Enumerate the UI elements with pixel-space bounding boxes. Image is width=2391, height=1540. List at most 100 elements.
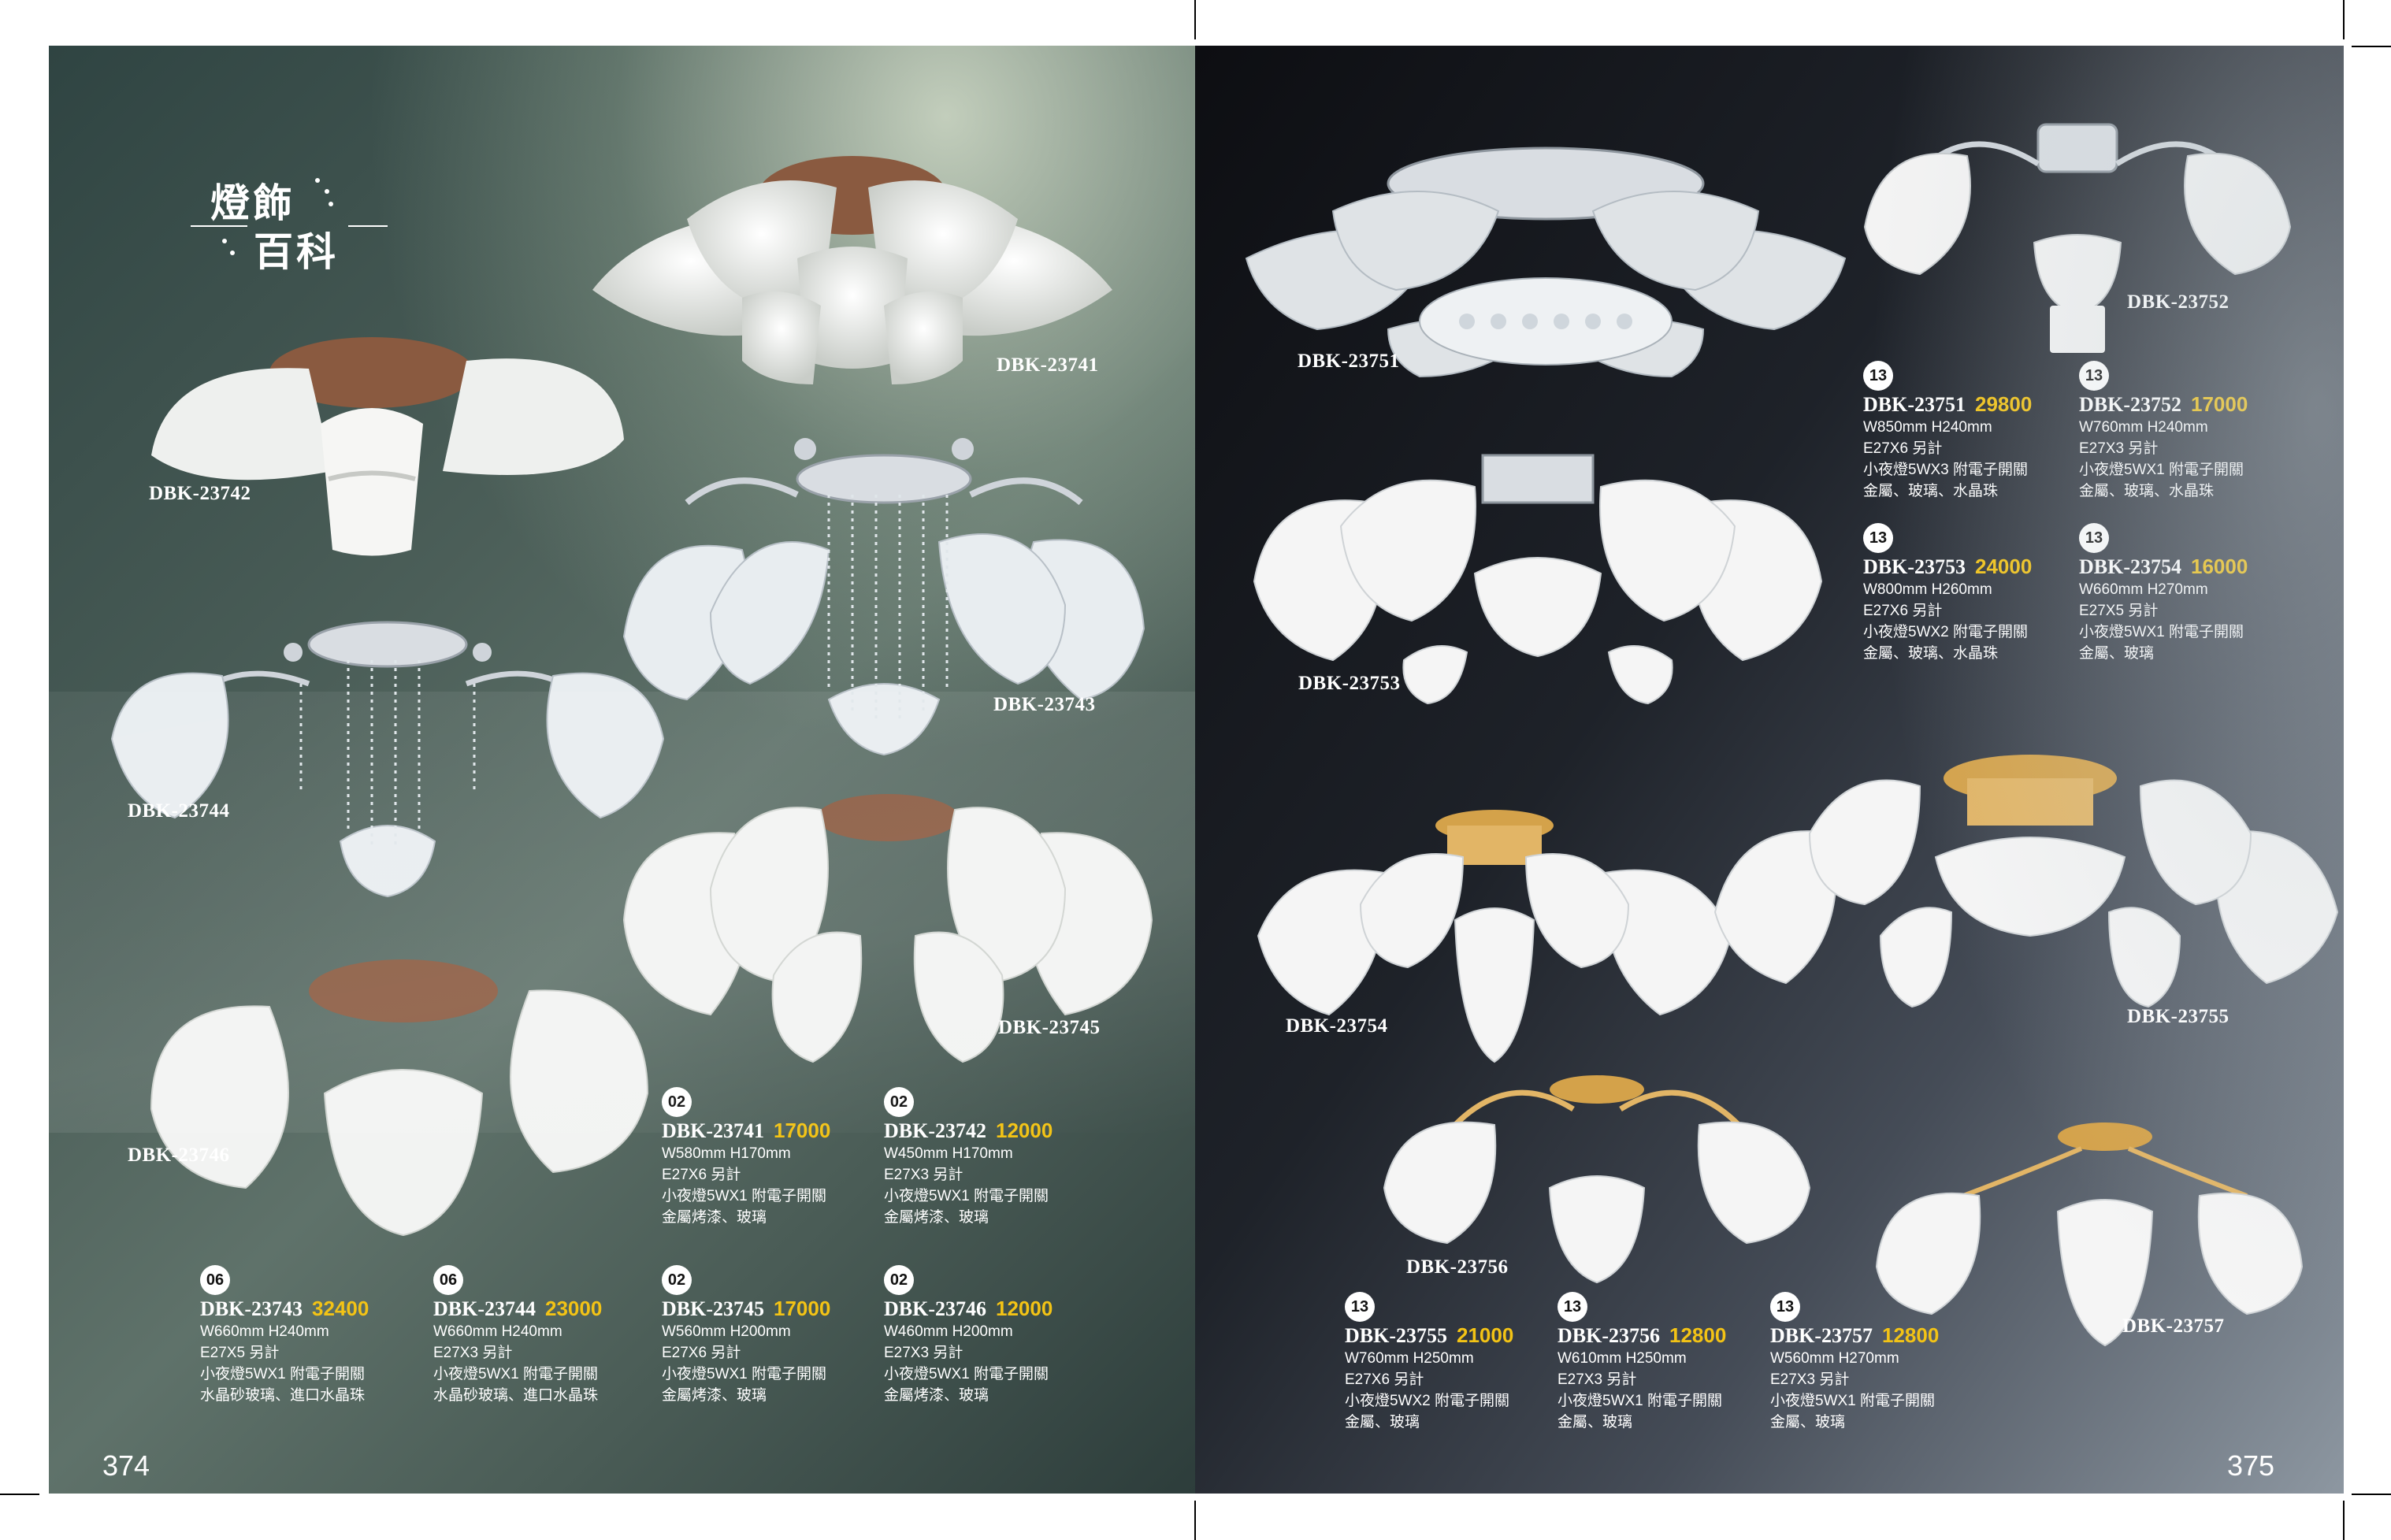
spec-material: 金屬、玻璃、水晶珠 bbox=[1863, 483, 1999, 499]
lamp-image-23745 bbox=[616, 778, 1160, 1078]
spec-size: W560mm H200mm bbox=[662, 1323, 791, 1340]
spec-price: 12800 bbox=[1882, 1323, 1940, 1347]
model-label-23755: DBK-23755 bbox=[2127, 1006, 2229, 1027]
spec-size: W800mm H260mm bbox=[1863, 581, 1992, 598]
spec-material: 金屬烤漆、玻璃 bbox=[662, 1209, 767, 1226]
spec-bulb: E27X6 另計 bbox=[662, 1167, 741, 1183]
logo-rule bbox=[348, 225, 388, 227]
lamp-image-23746 bbox=[143, 936, 655, 1237]
spec-heading: DBK-23755 21000 bbox=[1345, 1323, 1557, 1348]
spec-price: 17000 bbox=[774, 1119, 831, 1142]
spec-model: DBK-23755 bbox=[1345, 1324, 1447, 1347]
spec-bulb: E27X3 另計 bbox=[433, 1345, 513, 1361]
spec-night-light: 小夜燈5WX1 附電子開關 bbox=[1557, 1393, 1723, 1409]
spec-price: 12000 bbox=[996, 1119, 1053, 1142]
spec-night-light: 小夜燈5WX1 附電子開關 bbox=[200, 1366, 366, 1382]
box-count-badge: 13 bbox=[2079, 523, 2109, 553]
lamp-image-23744 bbox=[104, 597, 671, 898]
spec-price: 16000 bbox=[2191, 555, 2248, 578]
logo-dot bbox=[325, 189, 329, 194]
spec-night-light: 小夜燈5WX1 附電子開關 bbox=[662, 1366, 827, 1382]
spec-material: 金屬、玻璃 bbox=[1557, 1414, 1633, 1431]
spec-night-light: 小夜燈5WX1 附電子開關 bbox=[2079, 462, 2244, 478]
spec-price: 24000 bbox=[1975, 555, 2033, 578]
model-label-23751: DBK-23751 bbox=[1298, 351, 1400, 372]
box-count-badge: 06 bbox=[200, 1265, 230, 1295]
spec-bulb: E27X3 另計 bbox=[1557, 1371, 1637, 1388]
box-count-badge: 02 bbox=[884, 1087, 914, 1117]
spec-material: 金屬、玻璃、水晶珠 bbox=[1863, 645, 1999, 662]
box-count-badge: 13 bbox=[1770, 1292, 1800, 1322]
spec-material: 金屬烤漆、玻璃 bbox=[884, 1209, 989, 1226]
crop-mark bbox=[0, 1494, 39, 1495]
lamp-image-23757 bbox=[1869, 1109, 2310, 1369]
model-label-23744: DBK-23744 bbox=[128, 800, 230, 822]
model-label-23745: DBK-23745 bbox=[998, 1017, 1101, 1038]
crop-mark bbox=[1194, 0, 1196, 39]
spec-heading: DBK-23753 24000 bbox=[1863, 555, 2076, 579]
spec-bulb: E27X6 另計 bbox=[1863, 603, 1943, 619]
spec-price: 32400 bbox=[312, 1297, 369, 1320]
spec-size: W450mm H170mm bbox=[884, 1145, 1013, 1162]
spec-night-light: 小夜燈5WX1 附電子開關 bbox=[1770, 1393, 1936, 1409]
box-count-badge: 13 bbox=[2079, 361, 2109, 391]
spec-material: 水晶砂玻璃、進口水晶珠 bbox=[433, 1387, 599, 1404]
spec-price: 12800 bbox=[1669, 1323, 1727, 1347]
lamp-image-23754 bbox=[1257, 778, 1732, 1078]
box-count-badge: 13 bbox=[1557, 1292, 1587, 1322]
spec-bulb: E27X6 另計 bbox=[662, 1345, 741, 1361]
model-label-23742: DBK-23742 bbox=[149, 483, 251, 504]
spec-model: DBK-23756 bbox=[1557, 1324, 1660, 1347]
spec-size: W660mm H270mm bbox=[2079, 581, 2208, 598]
spec-model: DBK-23741 bbox=[662, 1119, 764, 1142]
spec-heading: DBK-23743 32400 bbox=[200, 1297, 413, 1321]
spec-size: W760mm H240mm bbox=[2079, 419, 2208, 436]
spec-model: DBK-23753 bbox=[1863, 555, 1966, 578]
lamp-image-23743 bbox=[592, 432, 1175, 763]
spec-model: DBK-23743 bbox=[200, 1297, 303, 1320]
spec-price: 17000 bbox=[774, 1297, 831, 1320]
crop-mark bbox=[1194, 1501, 1196, 1540]
spec-heading: DBK-23757 12800 bbox=[1770, 1323, 1983, 1348]
spec-material: 金屬、玻璃 bbox=[1770, 1414, 1846, 1431]
box-count-badge: 06 bbox=[433, 1265, 463, 1295]
lamp-image-23756 bbox=[1376, 1062, 1817, 1322]
spec-bulb: E27X5 另計 bbox=[2079, 603, 2159, 619]
spec-block-23753: 13 DBK-23753 24000 W800mm H260mm E27X6 另計… bbox=[1863, 523, 2076, 664]
box-count-badge: 02 bbox=[662, 1265, 692, 1295]
model-label-23756: DBK-23756 bbox=[1406, 1256, 1509, 1278]
box-count-badge: 13 bbox=[1863, 361, 1893, 391]
spec-model: DBK-23751 bbox=[1863, 393, 1966, 416]
spec-night-light: 小夜燈5WX2 附電子開關 bbox=[1345, 1393, 1510, 1409]
spec-night-light: 小夜燈5WX1 附電子開關 bbox=[662, 1188, 827, 1204]
box-count-badge: 02 bbox=[884, 1265, 914, 1295]
spec-heading: DBK-23742 12000 bbox=[884, 1119, 1097, 1143]
lamp-image-23742 bbox=[143, 298, 632, 558]
spec-bulb: E27X5 另計 bbox=[200, 1345, 280, 1361]
spec-night-light: 小夜燈5WX1 附電子開關 bbox=[884, 1188, 1049, 1204]
spec-night-light: 小夜燈5WX1 附電子開關 bbox=[2079, 624, 2244, 640]
spec-bulb: E27X3 另計 bbox=[884, 1167, 963, 1183]
spec-price: 17000 bbox=[2191, 392, 2248, 416]
spec-heading: DBK-23756 12800 bbox=[1557, 1323, 1770, 1348]
lamp-image-23741 bbox=[585, 124, 1120, 384]
spec-price: 23000 bbox=[545, 1297, 603, 1320]
model-label-23741: DBK-23741 bbox=[997, 354, 1099, 376]
spec-model: DBK-23757 bbox=[1770, 1324, 1873, 1347]
box-count-badge: 13 bbox=[1863, 523, 1893, 553]
spec-price: 21000 bbox=[1457, 1323, 1514, 1347]
logo-line1: 燈飾 bbox=[210, 181, 295, 225]
spec-model: DBK-23742 bbox=[884, 1119, 986, 1142]
logo-dot bbox=[222, 239, 227, 243]
spec-night-light: 小夜燈5WX2 附電子開關 bbox=[1863, 624, 2029, 640]
spec-heading: DBK-23741 17000 bbox=[662, 1119, 874, 1143]
